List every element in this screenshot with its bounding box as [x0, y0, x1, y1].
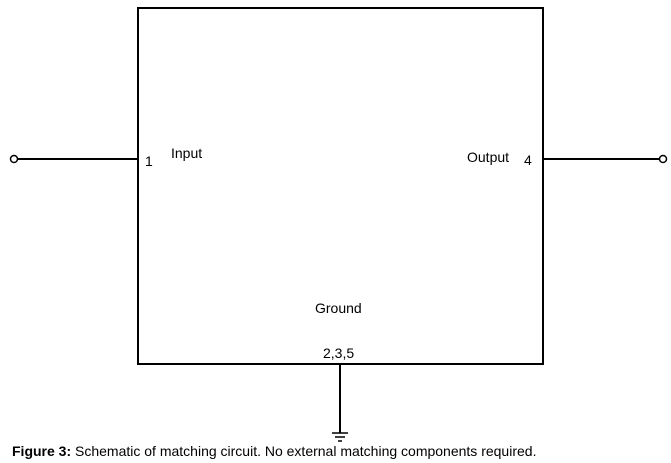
output-pin-number: 4	[524, 152, 532, 168]
input-terminal	[9, 154, 19, 164]
output-label: Output	[467, 149, 510, 165]
input-label: Input	[171, 145, 203, 161]
ground-label: Ground	[315, 300, 362, 316]
figure-caption-text: Schematic of matching circuit. No extern…	[71, 443, 537, 459]
ground-symbol	[332, 432, 348, 442]
figure-caption: Figure 3: Schematic of matching circuit.…	[12, 443, 536, 459]
figure-caption-prefix: Figure 3:	[12, 443, 72, 459]
ground-pin-numbers: 2,3,5	[323, 345, 355, 361]
input-pin-number: 1	[145, 153, 153, 169]
output-terminal	[658, 154, 668, 164]
